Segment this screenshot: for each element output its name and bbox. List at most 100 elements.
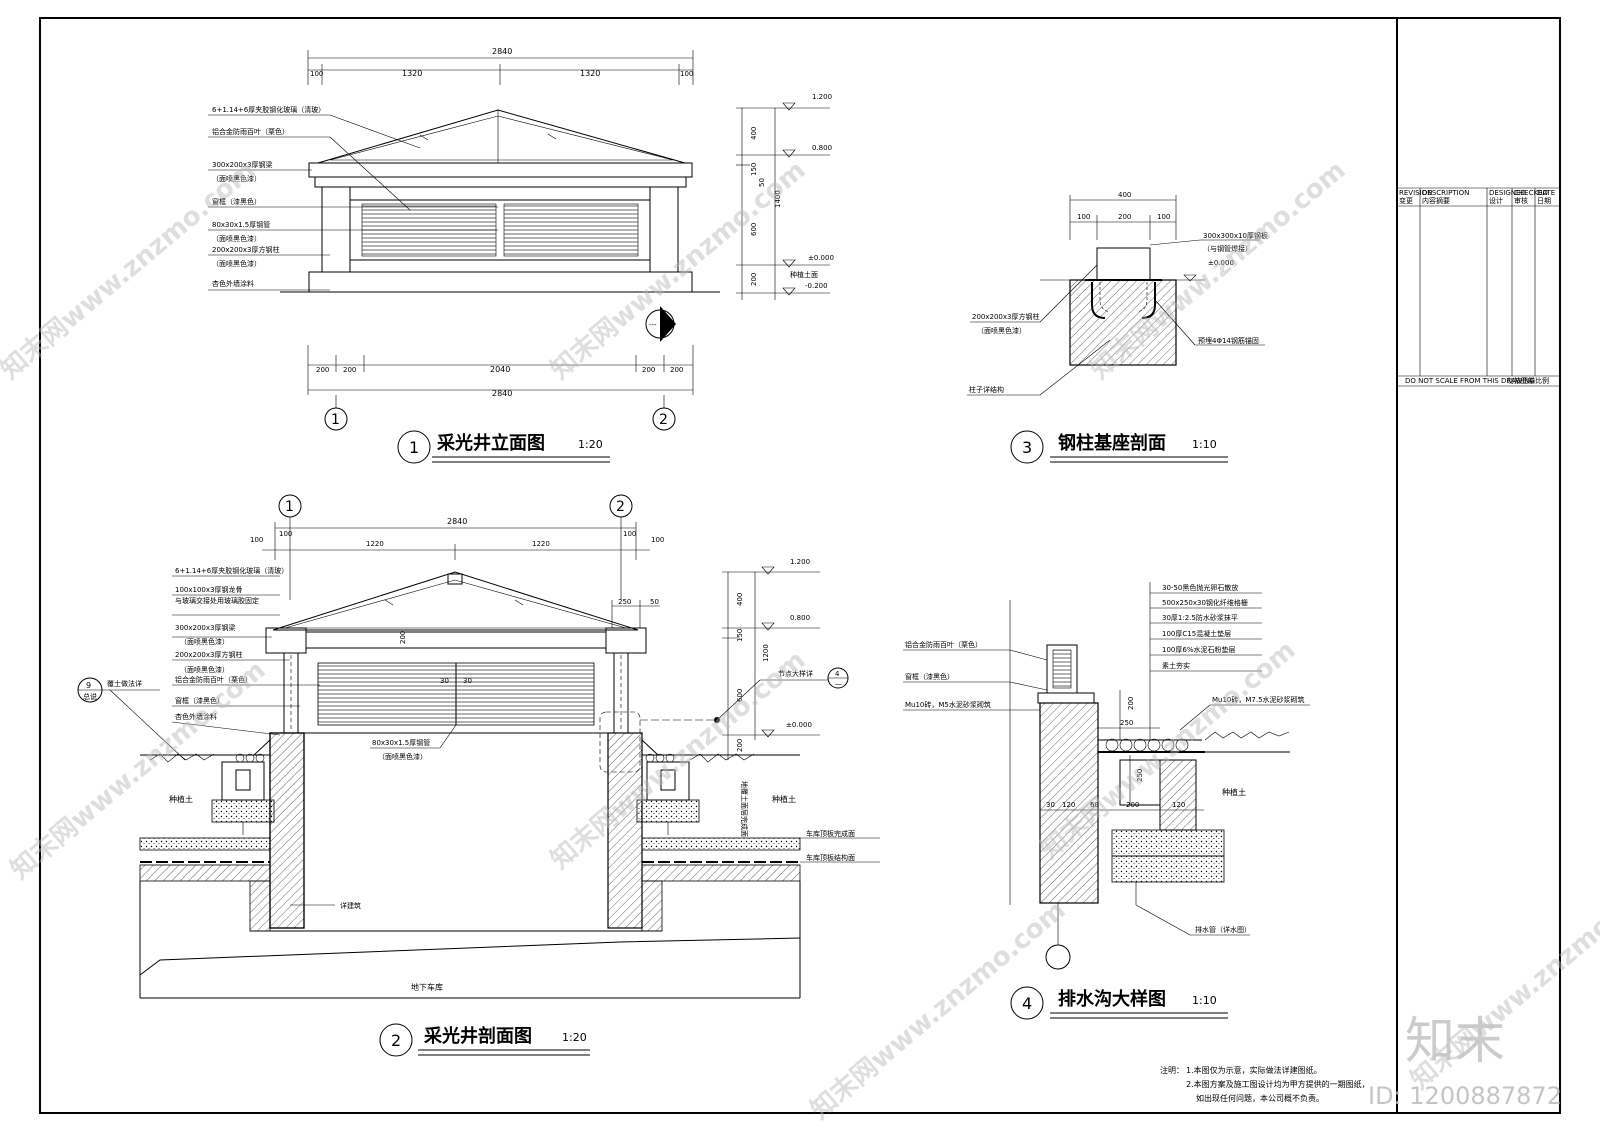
cb-plate: 300x300x10厚钢板 bbox=[1203, 231, 1268, 240]
sect-level-1200: 1.200 bbox=[790, 558, 810, 566]
cb-column: 200x200x3厚方钢柱 bbox=[972, 312, 1039, 321]
elev-label-2: 铝合金防雨百叶（栗色） bbox=[212, 127, 289, 136]
sect-roof-finish: 车库顶板完成面 bbox=[806, 829, 855, 838]
cb-dim-2: 200 bbox=[1118, 213, 1131, 221]
sect-axis-2: 2 bbox=[616, 499, 625, 515]
drain-dim-60: 60 bbox=[1090, 801, 1099, 809]
drain-view: 30-50黑色抛光卵石散放 500x250x30钢化纤维格栅 30厚1:2.5防… bbox=[903, 582, 1310, 970]
note-2: 2.本图方案及施工图设计均为甲方提供的一期图纸， bbox=[1186, 1079, 1370, 1089]
elev-label-8: 200x200x3厚方钢柱 bbox=[212, 245, 279, 254]
tb-description: DESCRIPTION bbox=[1422, 189, 1469, 197]
notes: 注明： 1.本图仅为示意，实际做法详建图纸。 2.本图方案及施工图设计均为甲方提… bbox=[1160, 1065, 1370, 1103]
sect-label-4: 300x200x3厚钢梁 bbox=[175, 623, 235, 632]
sect-planting-soil-left: 种植土 bbox=[169, 794, 193, 804]
cb-dim-total: 400 bbox=[1118, 191, 1131, 199]
drain-dim-120: 120 bbox=[1062, 801, 1075, 809]
drain-planting-soil: 种植土 bbox=[1222, 787, 1246, 797]
sect-pipe-label2: （面喷黑色漆） bbox=[378, 752, 427, 761]
sect-garage: 地下车库 bbox=[411, 982, 443, 992]
elev-level-000: ±0.000 bbox=[808, 254, 834, 262]
drain-layer-3: 30厚1:2.5防水砂浆抹平 bbox=[1162, 613, 1238, 622]
cb-anchor: 预埋4Φ14钢筋锚固 bbox=[1198, 336, 1259, 345]
sect-node-label: 节点大样详 bbox=[778, 669, 813, 678]
elev-label-6: 80x30x1.5厚钢管 bbox=[212, 220, 270, 229]
elev-vdim-1400: 1400 bbox=[774, 190, 782, 208]
sect-inner-dim-2: 30 bbox=[463, 677, 472, 685]
cb-plate2: （与钢管焊接） bbox=[1203, 244, 1252, 253]
title-block: REVISION 变更 DESCRIPTION 内容摘要 DESIGNED 设计… bbox=[1397, 187, 1560, 387]
sect-dim-200-beam: 200 bbox=[399, 631, 407, 644]
tb-designed-cn: 设计 bbox=[1489, 196, 1503, 205]
cb-level: ±0.000 bbox=[1208, 259, 1234, 267]
tb-date: DATE bbox=[1537, 189, 1555, 197]
sect-label-10: 杏色外墙涂料 bbox=[175, 712, 217, 721]
sect-label-3: 与玻璃交接处用玻璃胶固定 bbox=[175, 596, 259, 605]
sect-label-8: 铝合金防雨百叶（栗色） bbox=[175, 675, 252, 684]
sect-dim-6: 100 bbox=[651, 536, 664, 544]
sect-planting-soil-right: 种植土 bbox=[772, 794, 796, 804]
sect-pipe-label: 80x30x1.5厚钢管 bbox=[372, 738, 430, 747]
elev-label-10: 杏色外墙涂料 bbox=[212, 279, 254, 288]
drain-layer-4: 100厚C15混凝土垫层 bbox=[1162, 629, 1231, 638]
note-1: 1.本图仅为示意，实际做法详建图纸。 bbox=[1186, 1065, 1322, 1075]
elev-level-0800: 0.800 bbox=[812, 144, 832, 152]
tb-designed: DESIGNED bbox=[1489, 189, 1526, 197]
elev-dim-top-3: 1320 bbox=[580, 69, 600, 78]
drain-louver: 铝合金防雨百叶（栗色） bbox=[905, 640, 982, 649]
tb-scale-note-cn: 勿按图量比例 bbox=[1507, 376, 1549, 385]
view3-title: 3 钢柱基座剖面 1:10 bbox=[1010, 430, 1228, 464]
elev-dim-top-1: 100 bbox=[310, 70, 323, 78]
column-base-view: 400 100 200 100 ±0.000 300x300x10厚钢板 （与钢… bbox=[967, 191, 1268, 396]
elev-vdim-50: 50 bbox=[758, 178, 766, 187]
sect-dim-1: 100 bbox=[250, 536, 263, 544]
sect-label-9: 窗框（漆黑色） bbox=[175, 696, 224, 705]
brand-watermark: 知末 bbox=[1405, 1012, 1505, 1070]
elev-level-1200: 1.200 bbox=[812, 93, 832, 101]
elev-dim-bot-1: 200 bbox=[316, 366, 329, 374]
elevation-view: 2840 100 1320 1320 100 6+1.14+6厚夹胶钢化玻璃（清… bbox=[208, 47, 834, 431]
sect-axis-1: 1 bbox=[285, 499, 294, 515]
view3-scale: 1:10 bbox=[1192, 438, 1217, 451]
view3-title-text: 钢柱基座剖面 bbox=[1058, 432, 1166, 454]
sect-inner-dim-1: 30 bbox=[440, 677, 449, 685]
sect-dim-total: 2840 bbox=[447, 517, 467, 526]
sect-label-7: （面喷黑色漆） bbox=[180, 665, 229, 674]
view2-number: 2 bbox=[391, 1031, 401, 1050]
sect-vdim-150: 150 bbox=[736, 629, 744, 642]
drain-wall-right: Mu10砖，M7.5水泥砂浆砌筑 bbox=[1212, 695, 1305, 704]
drain-pipe: 排水管（详水图） bbox=[1195, 925, 1251, 934]
drain-layer-6: 素土夯实 bbox=[1162, 661, 1190, 670]
elev-label-1: 6+1.14+6厚夹胶钢化玻璃（清玻） bbox=[212, 105, 325, 114]
sect-dim-250: 250 bbox=[618, 598, 631, 606]
drain-layer-1: 30-50黑色抛光卵石散放 bbox=[1162, 583, 1238, 592]
sect-node-num: 4 bbox=[835, 670, 840, 678]
sect-dim-5: 100 bbox=[623, 530, 636, 538]
watermark-3: 知末网www.znzmo.com bbox=[1085, 155, 1351, 385]
elev-label-9: （面喷黑色漆） bbox=[212, 259, 261, 268]
drain-frame: 窗框（漆黑色） bbox=[905, 672, 954, 681]
elev-dim-bot-5: 200 bbox=[670, 366, 683, 374]
view4-title: 4 排水沟大样图 1:10 bbox=[1010, 986, 1228, 1020]
cb-dim-1: 100 bbox=[1077, 213, 1090, 221]
elev-dim-bot-2: 200 bbox=[343, 366, 356, 374]
view1-scale: 1:20 bbox=[578, 438, 603, 451]
sect-dim-4: 1220 bbox=[532, 540, 550, 548]
sect-soil-ref-sub: 总说 bbox=[83, 692, 97, 701]
elev-label-4: （面喷黑色漆） bbox=[212, 174, 261, 183]
drain-layer-2: 500x250x30钢化纤维格栅 bbox=[1162, 598, 1248, 607]
drain-dim-250-v: 250 bbox=[1136, 769, 1144, 782]
tb-checked: CHECKED bbox=[1514, 189, 1548, 197]
elev-level-minus200: -0.200 bbox=[805, 282, 828, 290]
drain-dim-30: 30 bbox=[1046, 801, 1055, 809]
sect-soil-ref: 覆土做法详 bbox=[107, 679, 142, 688]
sect-vdim-600: 600 bbox=[736, 689, 744, 702]
sect-vertical-note: 地覆土面层完成面 bbox=[740, 781, 749, 837]
view2-title: 2 采光井剖面图 1:20 bbox=[379, 1023, 590, 1057]
elev-dim-top-4: 100 bbox=[680, 70, 693, 78]
drain-dim-120b: 120 bbox=[1172, 801, 1185, 809]
drain-dim-200-v: 200 bbox=[1127, 697, 1135, 710]
elev-label-3: 300x200x3厚钢梁 bbox=[212, 160, 272, 169]
sect-vdim-400: 400 bbox=[736, 593, 744, 606]
elev-axis-1: 1 bbox=[331, 412, 340, 428]
